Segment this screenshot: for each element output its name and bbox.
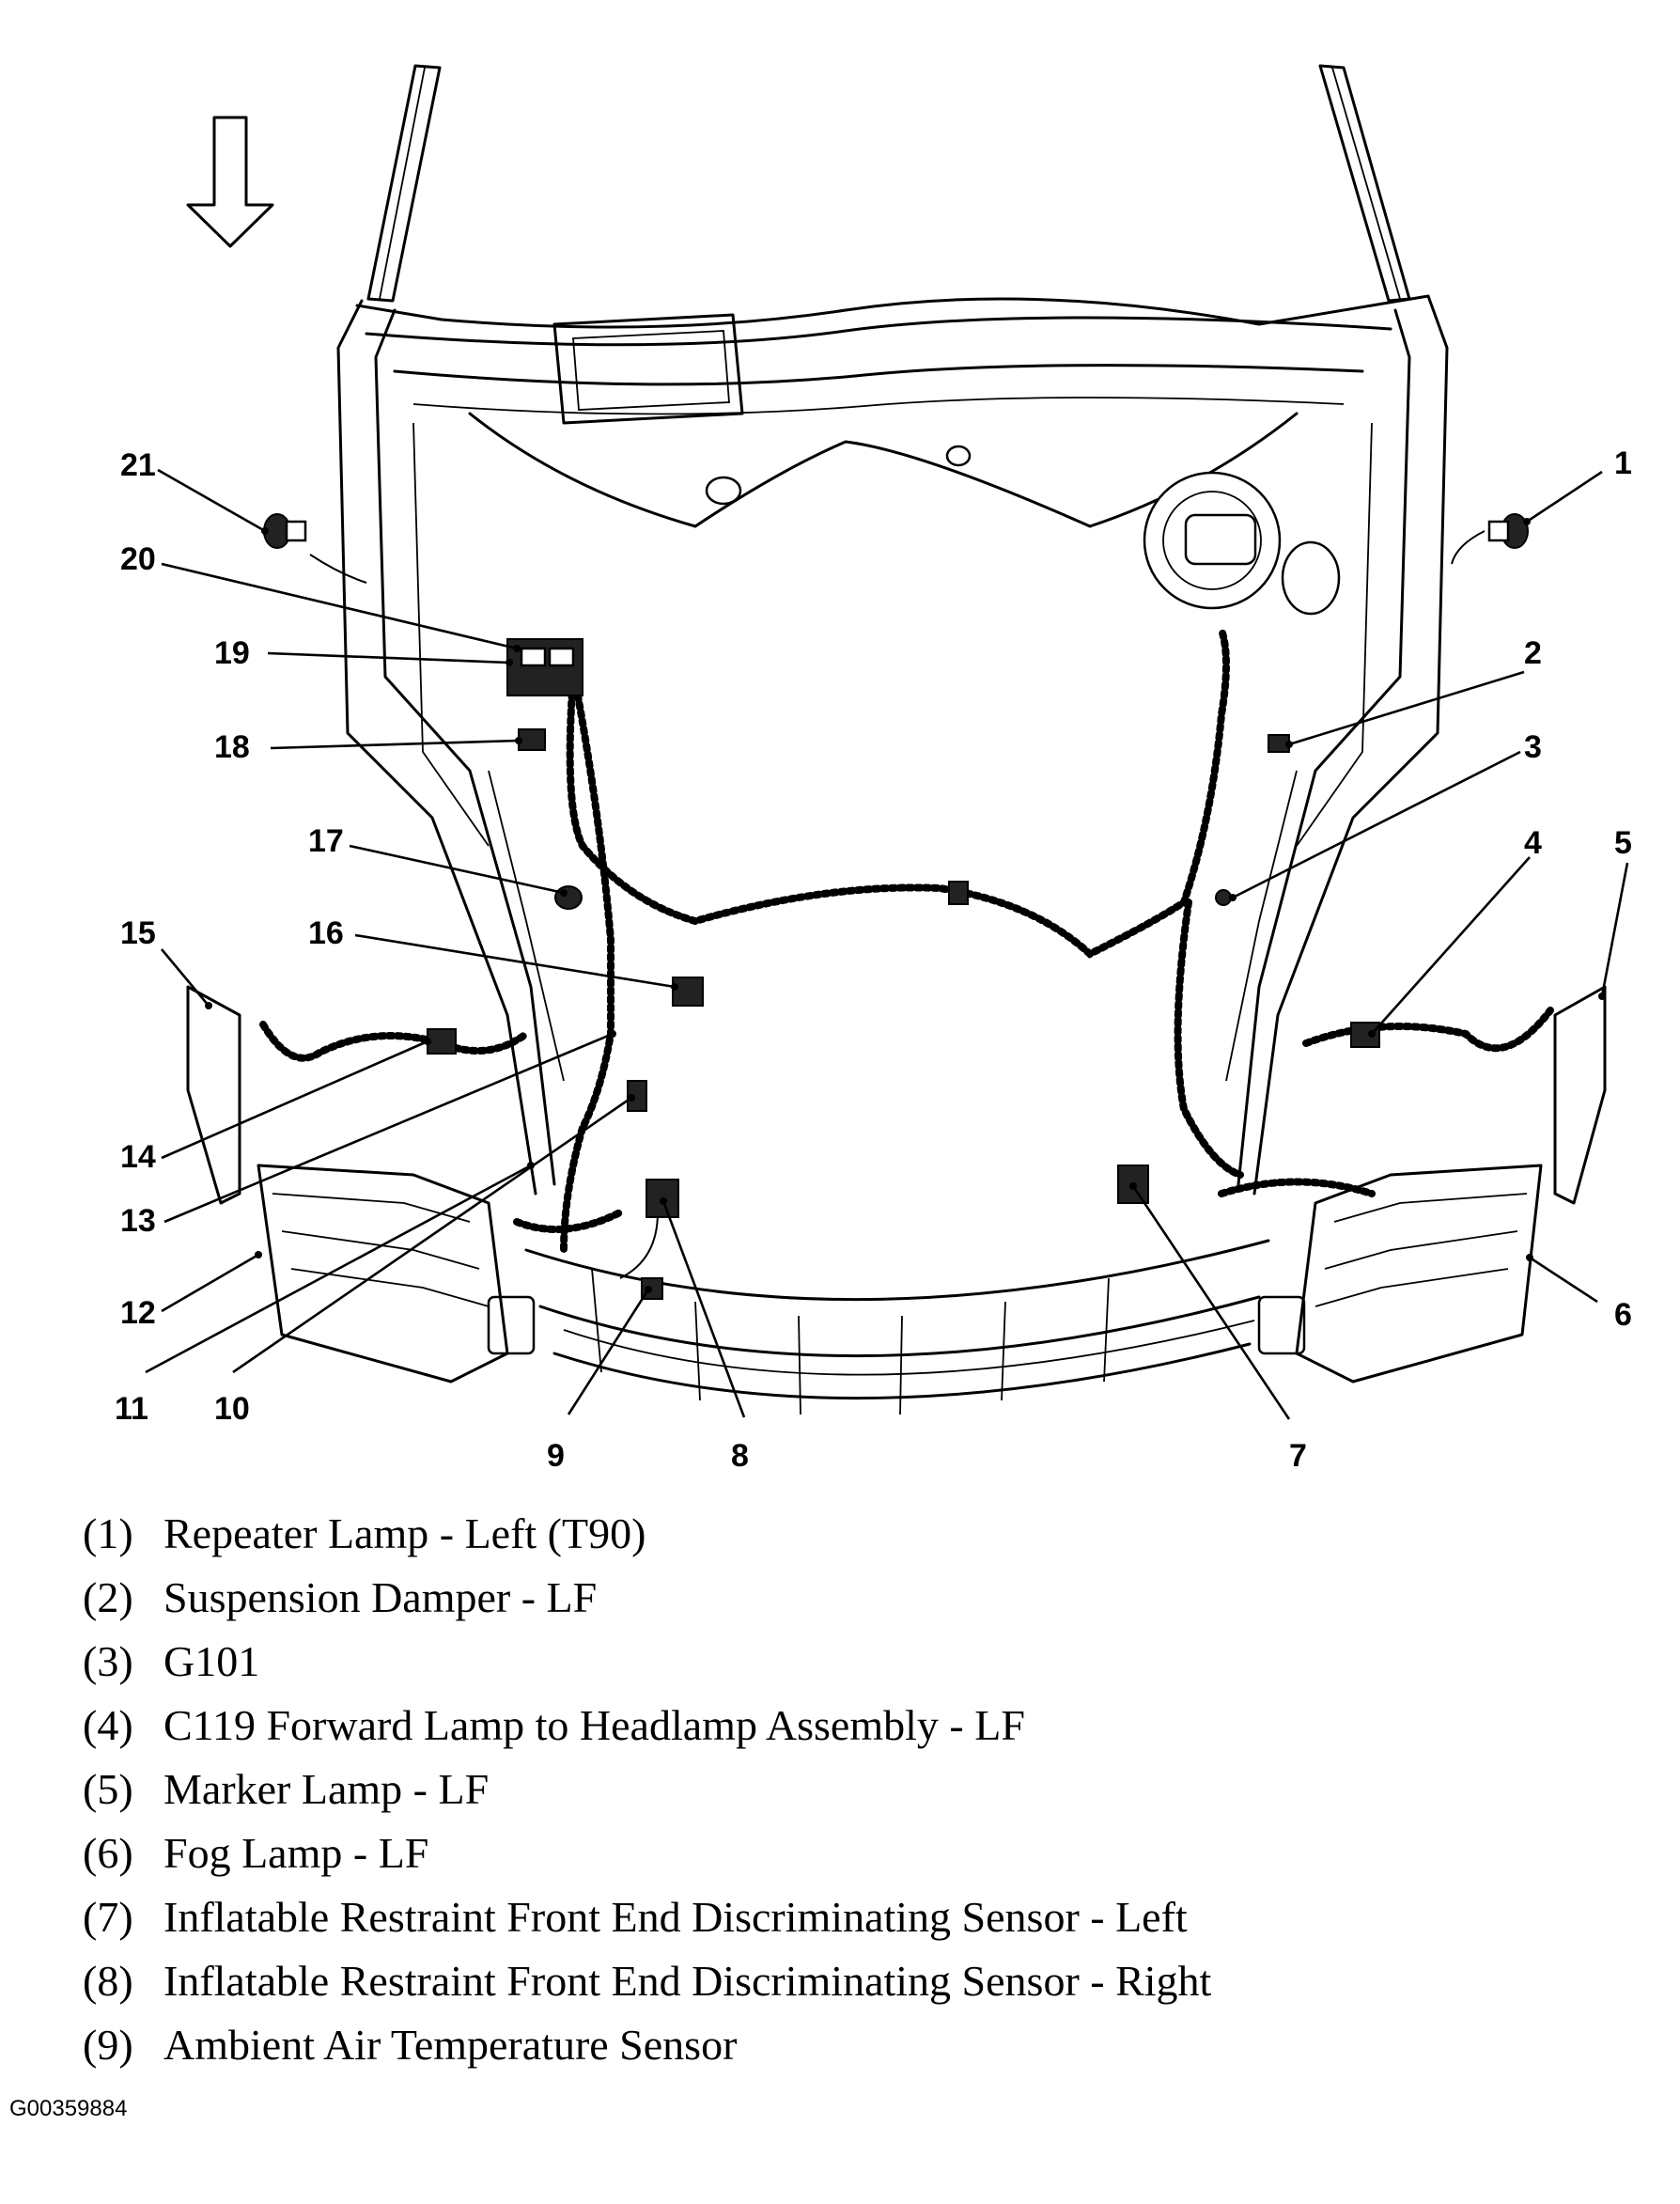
legend-number: (7) bbox=[83, 1893, 133, 1941]
callout-6: 6 bbox=[1614, 1297, 1632, 1333]
callout-18: 18 bbox=[214, 729, 250, 765]
legend-number: (4) bbox=[83, 1701, 133, 1749]
brake-booster bbox=[1143, 471, 1341, 616]
legend-label: Ambient Air Temperature Sensor bbox=[163, 2021, 738, 2069]
callout-11: 11 bbox=[115, 1391, 148, 1427]
cowl-structure bbox=[355, 294, 1430, 528]
legend-label: Marker Lamp - LF bbox=[163, 1765, 490, 1813]
repeater-lamp-right-part bbox=[263, 513, 307, 549]
callout-9: 9 bbox=[547, 1438, 565, 1474]
vehicle-front-end-diagram: 1 2 3 4 5 6 7 8 9 10 11 12 13 14 15 16 1… bbox=[115, 64, 1632, 1474]
callout-labels: 1 2 3 4 5 6 7 8 9 10 11 12 13 14 15 16 1… bbox=[115, 445, 1632, 1474]
legend-item: (6) Fog Lamp - LF bbox=[83, 1821, 1492, 1885]
callout-1: 1 bbox=[1614, 445, 1632, 481]
legend-number: (8) bbox=[83, 1957, 133, 2005]
legend-number: (6) bbox=[83, 1829, 133, 1877]
legend-item: (9) Ambient Air Temperature Sensor bbox=[83, 2013, 1492, 2077]
callout-20: 20 bbox=[120, 541, 156, 577]
callout-4: 4 bbox=[1524, 825, 1542, 861]
figure-id: G00359884 bbox=[9, 2096, 128, 2121]
wiring-harness bbox=[259, 530, 1554, 1279]
legend-item: (2) Suspension Damper - LF bbox=[83, 1566, 1492, 1630]
legend-label: Fog Lamp - LF bbox=[163, 1829, 429, 1877]
fog-lamp-housing-left bbox=[1295, 1164, 1543, 1383]
callout-17: 17 bbox=[308, 823, 344, 859]
fuse-block-connectors bbox=[506, 638, 583, 696]
legend-label: G101 bbox=[163, 1637, 260, 1685]
legend-item: (8) Inflatable Restraint Front End Discri… bbox=[83, 1949, 1492, 2013]
callout-12: 12 bbox=[120, 1295, 156, 1331]
front-bumper-beam bbox=[487, 1239, 1306, 1415]
callout-13: 13 bbox=[120, 1203, 156, 1239]
callout-19: 19 bbox=[214, 635, 250, 671]
legend-label: Inflatable Restraint Front End Discrimin… bbox=[163, 1893, 1188, 1941]
repeater-lamp-left-part bbox=[1487, 513, 1529, 549]
legend-number: (9) bbox=[83, 2021, 133, 2069]
fog-lamp-housing-right bbox=[257, 1164, 509, 1383]
callout-7: 7 bbox=[1289, 1438, 1307, 1474]
callout-14: 14 bbox=[120, 1139, 156, 1175]
legend-item: (4) C119 Forward Lamp to Headlamp Assembl… bbox=[83, 1694, 1492, 1758]
legend-label: Repeater Lamp - Left (T90) bbox=[163, 1509, 646, 1557]
callout-2: 2 bbox=[1524, 635, 1542, 671]
callout-3: 3 bbox=[1524, 729, 1542, 765]
callout-8: 8 bbox=[731, 1438, 749, 1474]
callout-10: 10 bbox=[214, 1391, 250, 1427]
legend-item: (7) Inflatable Restraint Front End Discri… bbox=[83, 1885, 1492, 1949]
legend-label: Inflatable Restraint Front End Discrimin… bbox=[163, 1957, 1212, 2005]
marker-lamp-left-part bbox=[1553, 985, 1607, 1205]
marker-lamp-right-part bbox=[186, 985, 241, 1205]
callout-21: 21 bbox=[120, 447, 156, 483]
legend-number: (3) bbox=[83, 1637, 133, 1685]
legend-label: Suspension Damper - LF bbox=[163, 1573, 598, 1621]
callout-16: 16 bbox=[308, 915, 344, 951]
legend-label: C119 Forward Lamp to Headlamp Assembly -… bbox=[163, 1701, 1025, 1749]
legend-item: (1) Repeater Lamp - Left (T90) bbox=[83, 1502, 1492, 1566]
callout-15: 15 bbox=[120, 915, 156, 951]
legend-number: (5) bbox=[83, 1765, 133, 1813]
hood-hinges bbox=[366, 64, 1411, 303]
legend-item: (5) Marker Lamp - LF bbox=[83, 1758, 1492, 1821]
legend-number: (2) bbox=[83, 1573, 133, 1621]
legend-number: (1) bbox=[83, 1509, 133, 1557]
legend: (1) Repeater Lamp - Left (T90) (2) Suspens… bbox=[83, 1502, 1492, 2077]
leader-lines bbox=[145, 468, 1629, 1420]
callout-5: 5 bbox=[1614, 825, 1632, 861]
down-arrow-icon bbox=[186, 116, 274, 248]
legend-item: (3) G101 bbox=[83, 1630, 1492, 1694]
